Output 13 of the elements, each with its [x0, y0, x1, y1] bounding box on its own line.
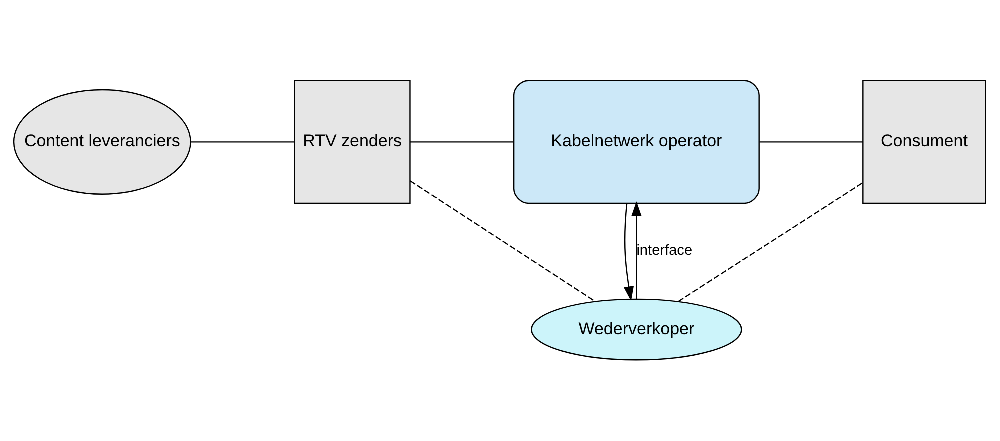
node-box: Consument	[862, 80, 986, 204]
node-box: RTV zenders	[294, 80, 411, 204]
node-ellipse: Wederverkoper	[531, 298, 742, 361]
node-ellipse: Content leveranciers	[13, 89, 192, 195]
connector	[760, 142, 864, 143]
edge-label: interface	[636, 243, 693, 260]
connector	[190, 142, 295, 143]
connector	[678, 182, 864, 302]
arrow	[624, 204, 634, 302]
connector	[410, 142, 514, 143]
arrow	[632, 202, 642, 300]
connector	[410, 180, 596, 302]
node-box: Kabelnetwerk operator	[513, 80, 760, 204]
